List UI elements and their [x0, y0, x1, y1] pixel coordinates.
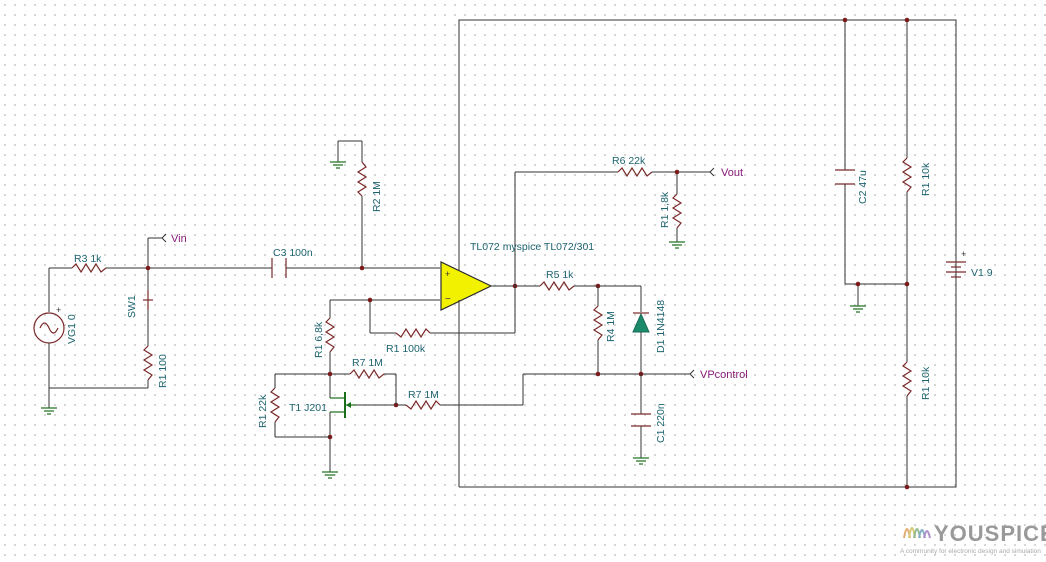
label-r1-6k8: R1 6,8k: [313, 321, 325, 358]
label-r1-1k8: R1 1,8k: [659, 191, 671, 228]
label-r6: R6 22k: [612, 155, 646, 167]
label-c2: C2 47u: [857, 170, 869, 204]
capacitor-c3: [271, 258, 287, 278]
resistor-r6: [617, 166, 653, 178]
label-r7-bottom: R7 1M: [408, 389, 439, 401]
resistor-r7-bottom: [405, 399, 441, 411]
label-r1-22k: R1 22k: [257, 394, 269, 428]
label-r5: R5 1k: [546, 269, 574, 281]
capacitor-c1: [631, 413, 651, 427]
label-r3: R3 1k: [74, 253, 102, 265]
label-r1-100: R1 100: [157, 354, 169, 388]
net-label-vpcontrol: VPcontrol: [700, 369, 748, 381]
youspice-logo-icon: [903, 527, 931, 539]
net-label-vout: Vout: [721, 167, 743, 179]
resistor-r1-100k: [395, 327, 431, 339]
ground-symbol: [322, 471, 338, 479]
net-label-vin: Vin: [171, 233, 187, 245]
label-c3: C3 100n: [273, 247, 313, 259]
ground-symbol: [330, 161, 346, 169]
ground-symbol: [850, 305, 866, 313]
label-c1: C1 220n: [655, 403, 667, 443]
opamp-tl072: + −: [440, 253, 493, 318]
label-r2: R2 1M: [371, 181, 383, 212]
switch-sw1: [143, 290, 153, 310]
label-opamp: TL072 myspice TL072/301: [470, 241, 594, 253]
resistor-r1-10k-top: [901, 157, 913, 193]
resistor-r7-top: [349, 368, 385, 380]
svg-text:+: +: [445, 269, 450, 279]
label-d1: D1 1N4148: [655, 300, 667, 353]
label-r1-100k: R1 100k: [386, 343, 426, 355]
resistor-r1-6k8: [324, 317, 336, 353]
resistor-r3: [71, 262, 107, 274]
svg-text:+: +: [961, 249, 966, 259]
label-r7-top: R7 1M: [352, 357, 383, 369]
youspice-watermark: YOUSPICE A community for electronic desi…: [900, 521, 1046, 555]
svg-text:−: −: [445, 294, 451, 305]
resistor-r5: [539, 280, 575, 292]
diode-d1: [632, 312, 650, 333]
label-vg1: VG1 0: [66, 314, 78, 344]
supply-section: +: [835, 17, 966, 490]
label-r1-10k-top: R1 10k: [920, 162, 932, 196]
watermark-brand: YOUSPICE: [934, 521, 1046, 546]
ground-symbol: [633, 457, 649, 465]
input-section: +: [33, 140, 440, 415]
label-v1: V1 9: [971, 267, 993, 279]
watermark-tagline: A community for electronic design and si…: [900, 548, 1041, 555]
power-rail-wires: [458, 19, 957, 488]
resistor-r1-1k8: [671, 193, 683, 229]
label-r4: R4 1M: [605, 311, 617, 342]
svg-text:+: +: [56, 305, 61, 315]
resistor-r1-10k-bottom: [901, 361, 913, 397]
ground-symbol: [669, 241, 685, 249]
label-sw1: SW1: [126, 295, 138, 318]
resistor-r2: [356, 161, 368, 197]
ground-symbol: [41, 407, 57, 415]
label-r1-10k-bottom: R1 10k: [920, 366, 932, 400]
resistor-r1-100: [142, 345, 154, 381]
label-t1: T1 J201: [289, 402, 327, 414]
resistor-r1-22k: [269, 387, 281, 423]
capacitor-c2: [835, 169, 855, 185]
resistor-r4: [592, 305, 604, 341]
jfet-t1: [330, 392, 356, 418]
